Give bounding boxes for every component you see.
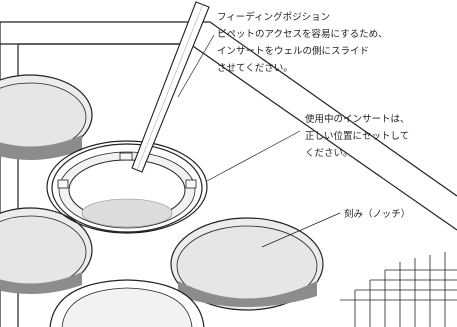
notch-label: 刻み（ノッチ） xyxy=(344,206,410,223)
callout-notch-line xyxy=(261,212,341,248)
feeding-label-line-4: させてください。 xyxy=(217,63,293,74)
notch-label-text: 刻み（ノッチ） xyxy=(344,209,411,220)
well-top-left xyxy=(0,74,93,160)
feeding-label-line-3: インサートをウェルの側にスライド xyxy=(217,46,370,57)
feeding-label-line-2: ピペットのアクセスを容易にするため、 xyxy=(217,29,388,40)
well-middle-left xyxy=(0,207,93,294)
insert-label-line-3: ください。 xyxy=(305,148,353,159)
insert-label-line-1: 使用中のインサートは、 xyxy=(305,114,410,125)
insert-in-use-label: 使用中のインサートは、 正しい位置にセットして ください。 xyxy=(305,111,410,162)
pipette xyxy=(131,1,210,173)
callout-feeding-line xyxy=(177,34,215,98)
plate-base-steps xyxy=(340,252,457,327)
feeding-position-label: フィーディングポジション ピペットのアクセスを容易にするため、 インサートをウェ… xyxy=(217,9,388,77)
well-bottom-center xyxy=(49,279,205,327)
feeding-label-line-1: フィーディングポジション xyxy=(217,12,331,23)
well-right xyxy=(170,217,324,311)
callout-insert-line xyxy=(206,130,301,182)
callout-lines xyxy=(177,34,341,248)
insert-label-line-2: 正しい位置にセットして xyxy=(305,131,410,142)
insert xyxy=(46,140,208,234)
insert-membrane xyxy=(81,198,173,228)
